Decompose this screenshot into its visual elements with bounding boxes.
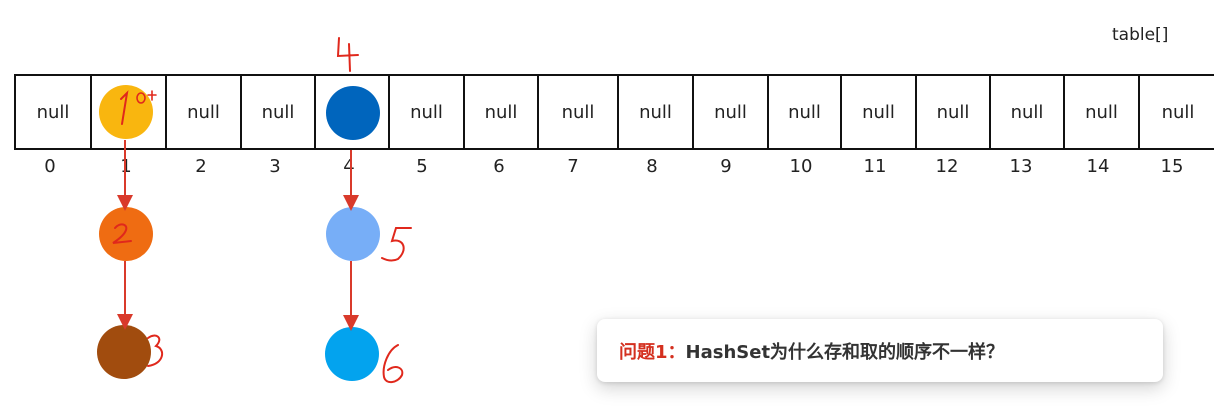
handwritten-4 [336, 37, 359, 72]
index-15: 15 [1160, 156, 1184, 177]
index-10: 10 [789, 156, 813, 177]
handwritten-6 [382, 344, 404, 383]
index-2: 2 [195, 156, 207, 177]
index-6: 6 [493, 156, 505, 177]
handwritten-5 [381, 227, 412, 262]
handwritten-plus [147, 90, 157, 101]
slot-0: null [16, 76, 92, 148]
slot-1 [92, 76, 167, 148]
node-4 [326, 86, 380, 140]
node-3 [97, 325, 151, 379]
slot-2: null [167, 76, 242, 148]
slot-15: null [1161, 101, 1195, 123]
index-8: 8 [646, 156, 658, 177]
slot-6: null [465, 76, 539, 148]
slot-8: null [619, 76, 694, 148]
slot-12: null [917, 76, 991, 148]
handwritten-1 [120, 90, 129, 125]
index-3: 3 [269, 156, 281, 177]
handwritten-3 [147, 334, 164, 367]
slot-7: null [539, 76, 619, 148]
question-card: 问题1： HashSet为什么存和取的顺序不一样？ [597, 319, 1163, 382]
question-text: HashSet为什么存和取的顺序不一样？ [685, 341, 1005, 363]
node-2 [99, 207, 153, 261]
index-0: 0 [44, 156, 56, 177]
node-5 [326, 207, 380, 261]
index-9: 9 [720, 156, 732, 177]
hash-table-array: null null null null null null null null … [14, 74, 1214, 150]
index-7: 7 [567, 156, 579, 177]
slot-13: null [991, 76, 1065, 148]
index-4: 4 [343, 156, 355, 177]
handwritten-2 [112, 223, 132, 244]
index-5: 5 [416, 156, 428, 177]
handwritten-0 [136, 92, 146, 104]
table-label: table[] [1112, 25, 1169, 45]
slot-4 [316, 76, 390, 148]
question-prefix: 问题1： [619, 341, 686, 363]
slot-3: null [242, 76, 316, 148]
index-11: 11 [863, 156, 887, 177]
slot-10: null [769, 76, 842, 148]
index-14: 14 [1086, 156, 1110, 177]
index-13: 13 [1009, 156, 1033, 177]
slot-5: null [390, 76, 465, 148]
slot-14: null [1065, 76, 1140, 148]
slot-11: null [842, 76, 917, 148]
index-12: 12 [935, 156, 959, 177]
node-6 [325, 327, 379, 381]
slot-9: null [694, 76, 769, 148]
